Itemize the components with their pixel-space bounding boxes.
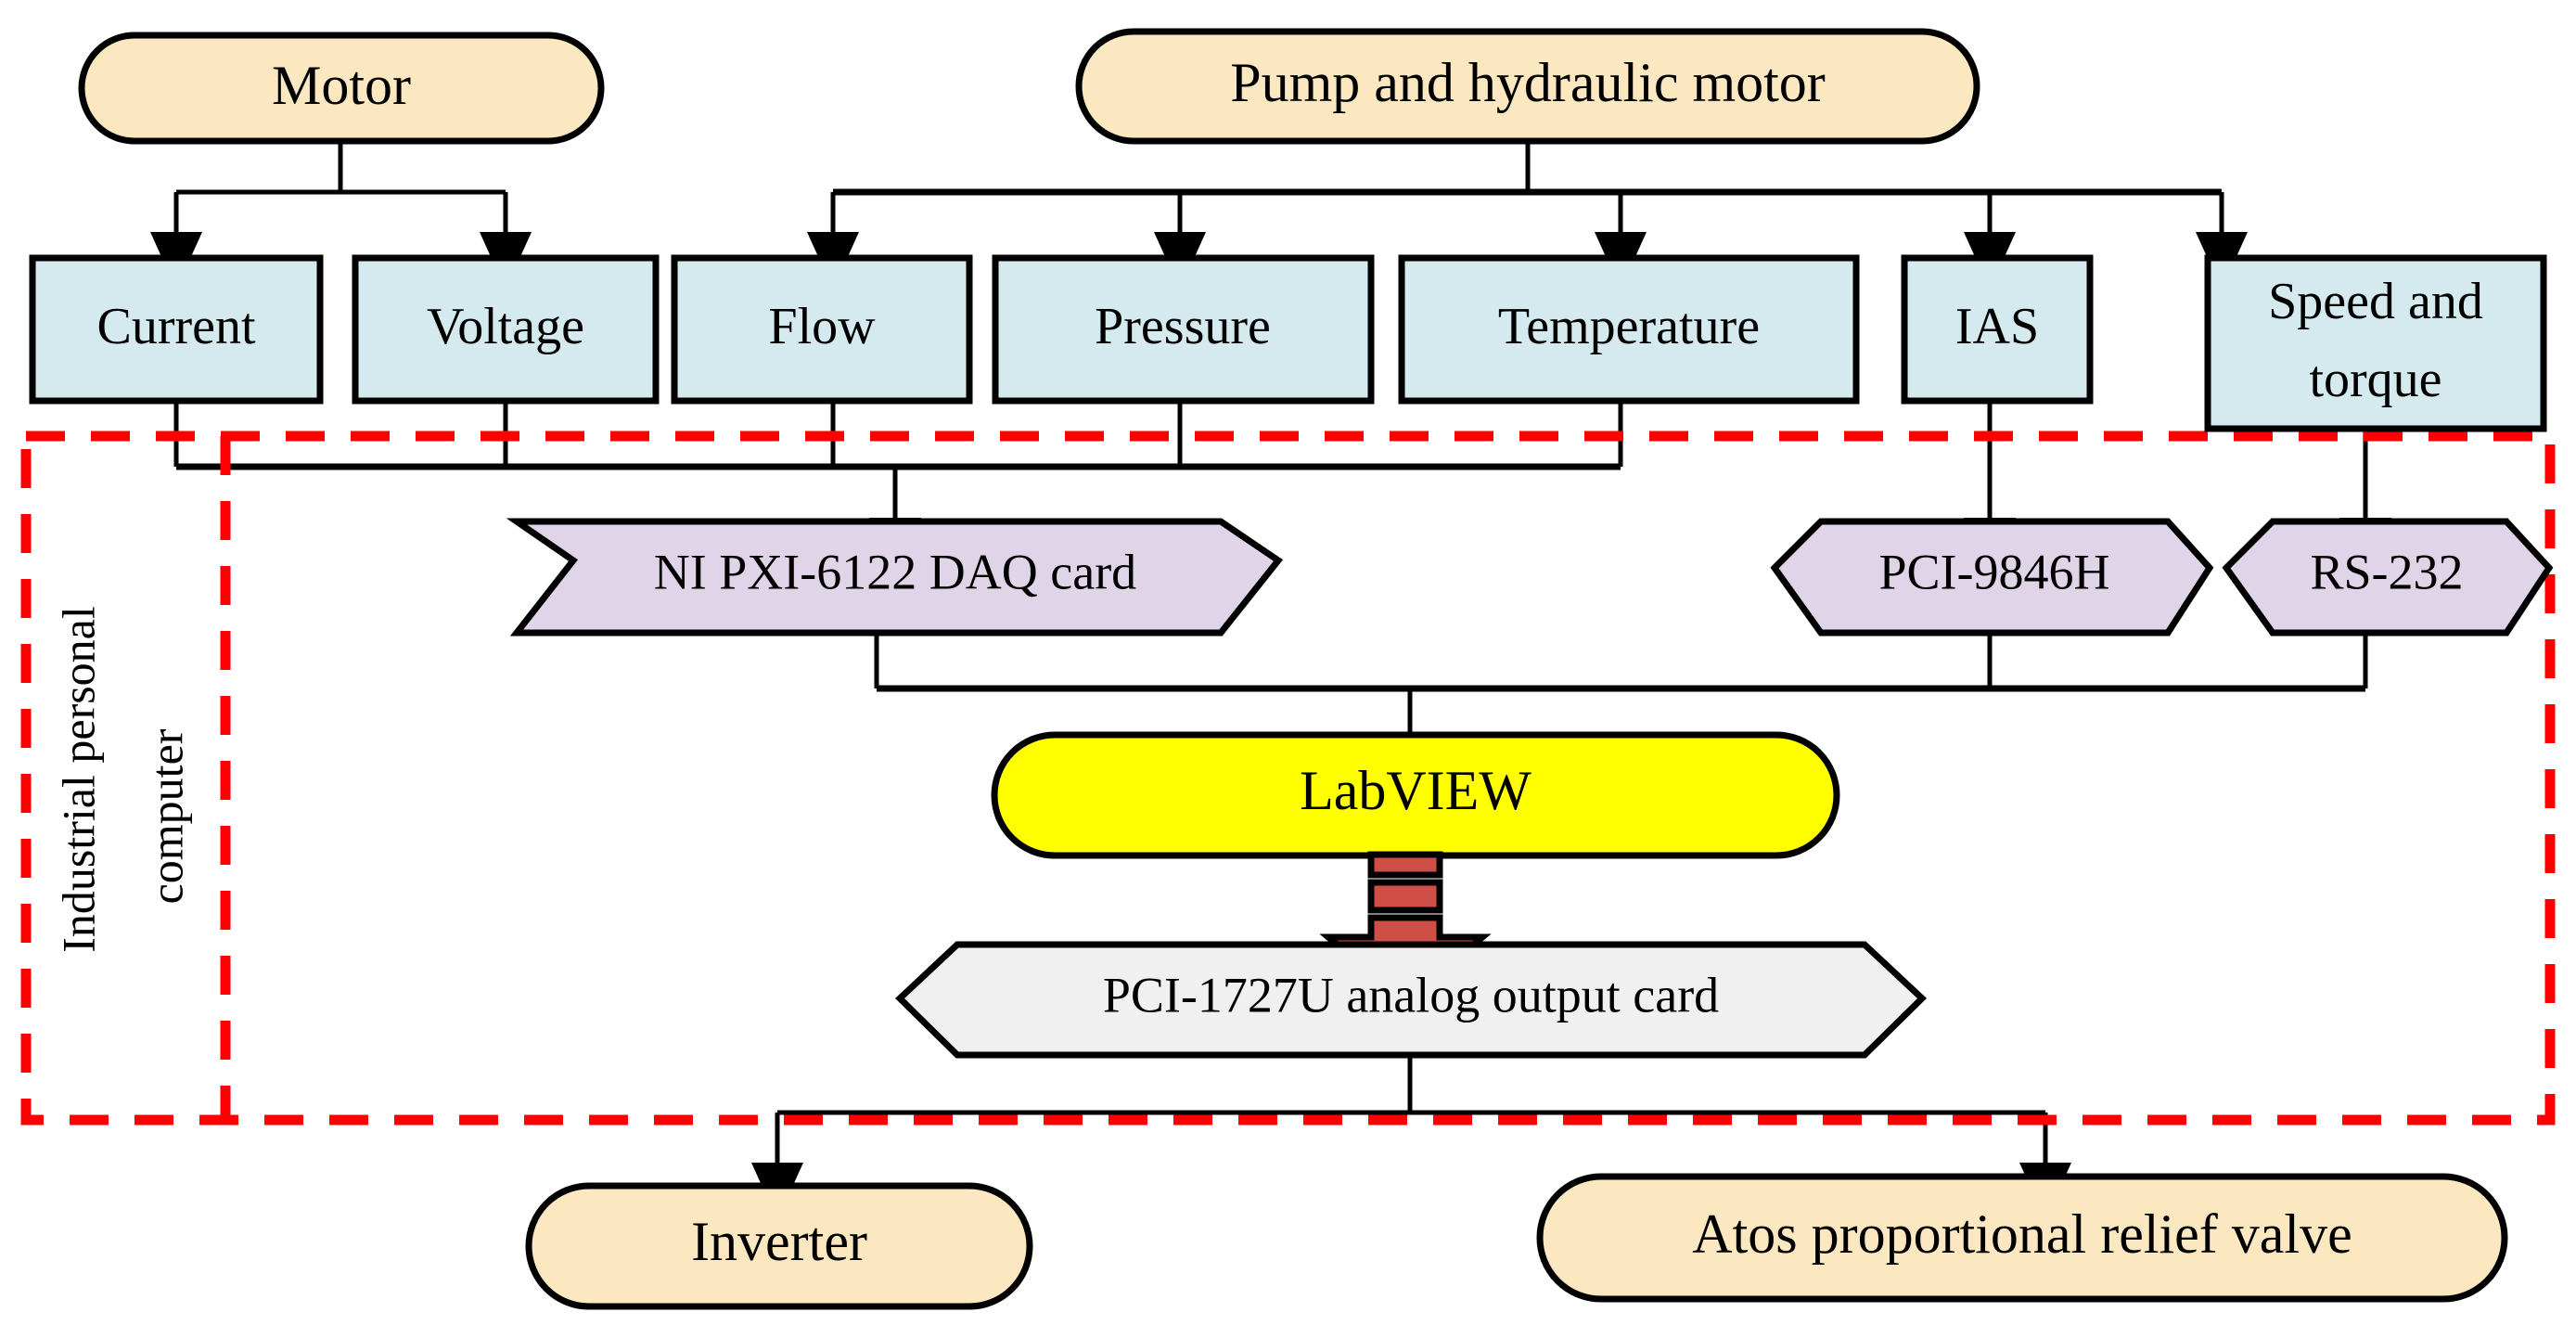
card-label-daq: NI PXI-6122 DAQ card <box>654 544 1136 599</box>
output-card-node-pci1727u[interactable]: PCI-1727U analog output card <box>894 941 1928 1059</box>
software-label-labview: LabVIEW <box>1300 760 1532 821</box>
sensor-label-temperature: Temperature <box>1498 298 1760 355</box>
source-label-pump: Pump and hydraulic motor <box>1230 52 1826 113</box>
sensor-label-speed-torque-line1: Speed and <box>2268 273 2483 330</box>
card-node-daq[interactable]: NI PXI-6122 DAQ card <box>506 518 1284 637</box>
sensor-node-flow[interactable]: Flow <box>671 254 973 405</box>
sensor-node-ias[interactable]: IAS <box>1901 254 2094 405</box>
connector-motor-to-sensors <box>150 141 532 289</box>
actuator-label-relief-valve: Atos proportional relief valve <box>1692 1203 2352 1265</box>
boundary-label-line2: computer <box>140 728 192 904</box>
connector-pump-to-sensors <box>807 141 2248 289</box>
card-node-pci9846h[interactable]: PCI-9846H <box>1770 518 2214 637</box>
card-label-rs232: RS-232 <box>2310 544 2463 599</box>
sensor-label-speed-torque-line2: torque <box>2309 351 2441 408</box>
output-card-label-pci1727u: PCI-1727U analog output card <box>1103 967 1719 1023</box>
industrial-personal-computer-boundary: Industrial personal computer <box>20 431 2556 1126</box>
sensor-label-ias: IAS <box>1955 298 2039 355</box>
card-node-rs232[interactable]: RS-232 <box>2222 518 2554 637</box>
connector-speed-to-rs232 <box>2339 429 2391 575</box>
source-label-motor: Motor <box>272 55 411 116</box>
sensor-label-flow: Flow <box>768 298 876 355</box>
card-label-pci9846h: PCI-9846H <box>1878 544 2109 599</box>
source-node-motor[interactable]: Motor <box>78 32 605 145</box>
boundary-label-line1: Industrial personal <box>52 606 104 953</box>
actuator-node-inverter[interactable]: Inverter <box>525 1182 1033 1310</box>
sensor-label-current: Current <box>96 298 256 355</box>
sensor-node-voltage[interactable]: Voltage <box>352 254 660 405</box>
actuator-label-inverter: Inverter <box>691 1211 867 1272</box>
sensor-label-voltage: Voltage <box>427 298 584 355</box>
software-node-labview[interactable]: LabVIEW <box>991 731 1840 859</box>
sensor-node-speed-torque[interactable]: Speed and torque <box>2204 254 2547 432</box>
connector-ias-to-pci9846h <box>1964 401 2016 575</box>
connector-output-to-actuators <box>751 1055 2071 1220</box>
source-node-pump[interactable]: Pump and hydraulic motor <box>1075 28 1980 145</box>
sensor-node-temperature[interactable]: Temperature <box>1398 254 1860 405</box>
sensor-node-pressure[interactable]: Pressure <box>992 254 1375 405</box>
actuator-node-relief-valve[interactable]: Atos proportional relief valve <box>1536 1173 2508 1303</box>
sensor-node-current[interactable]: Current <box>29 254 324 405</box>
sensor-label-pressure: Pressure <box>1095 298 1271 355</box>
